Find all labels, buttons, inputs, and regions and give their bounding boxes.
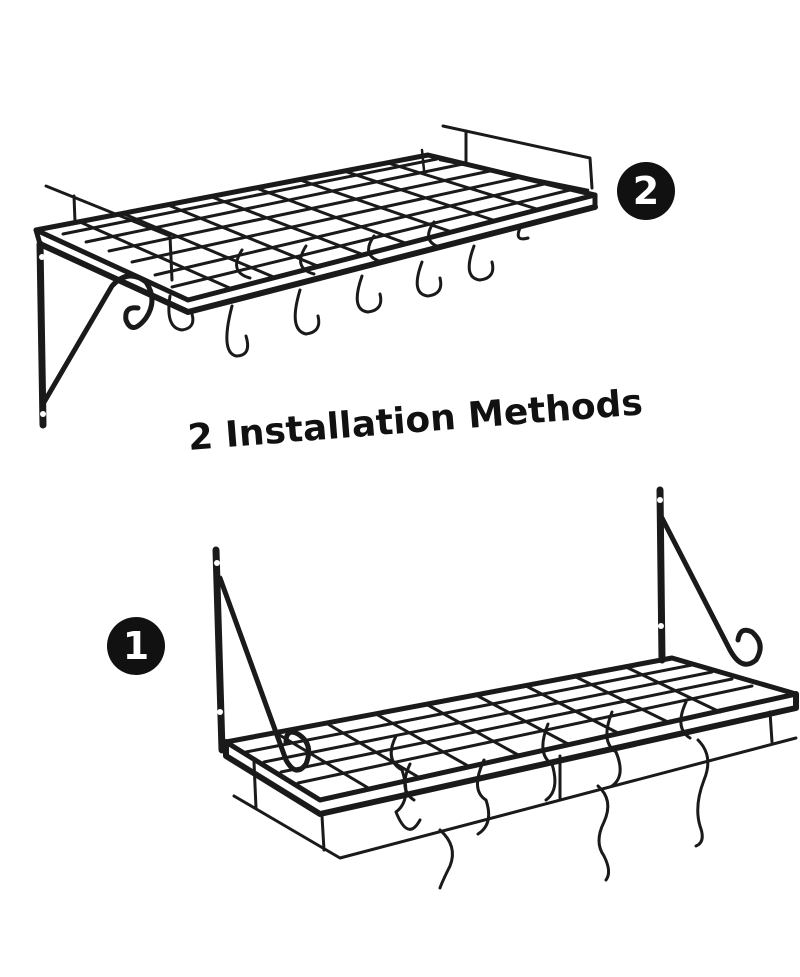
rack-top — [33, 124, 598, 429]
rack-bottom — [212, 486, 799, 890]
method-2-badge: 2 — [617, 162, 675, 220]
method-1-badge: 1 — [107, 617, 165, 675]
